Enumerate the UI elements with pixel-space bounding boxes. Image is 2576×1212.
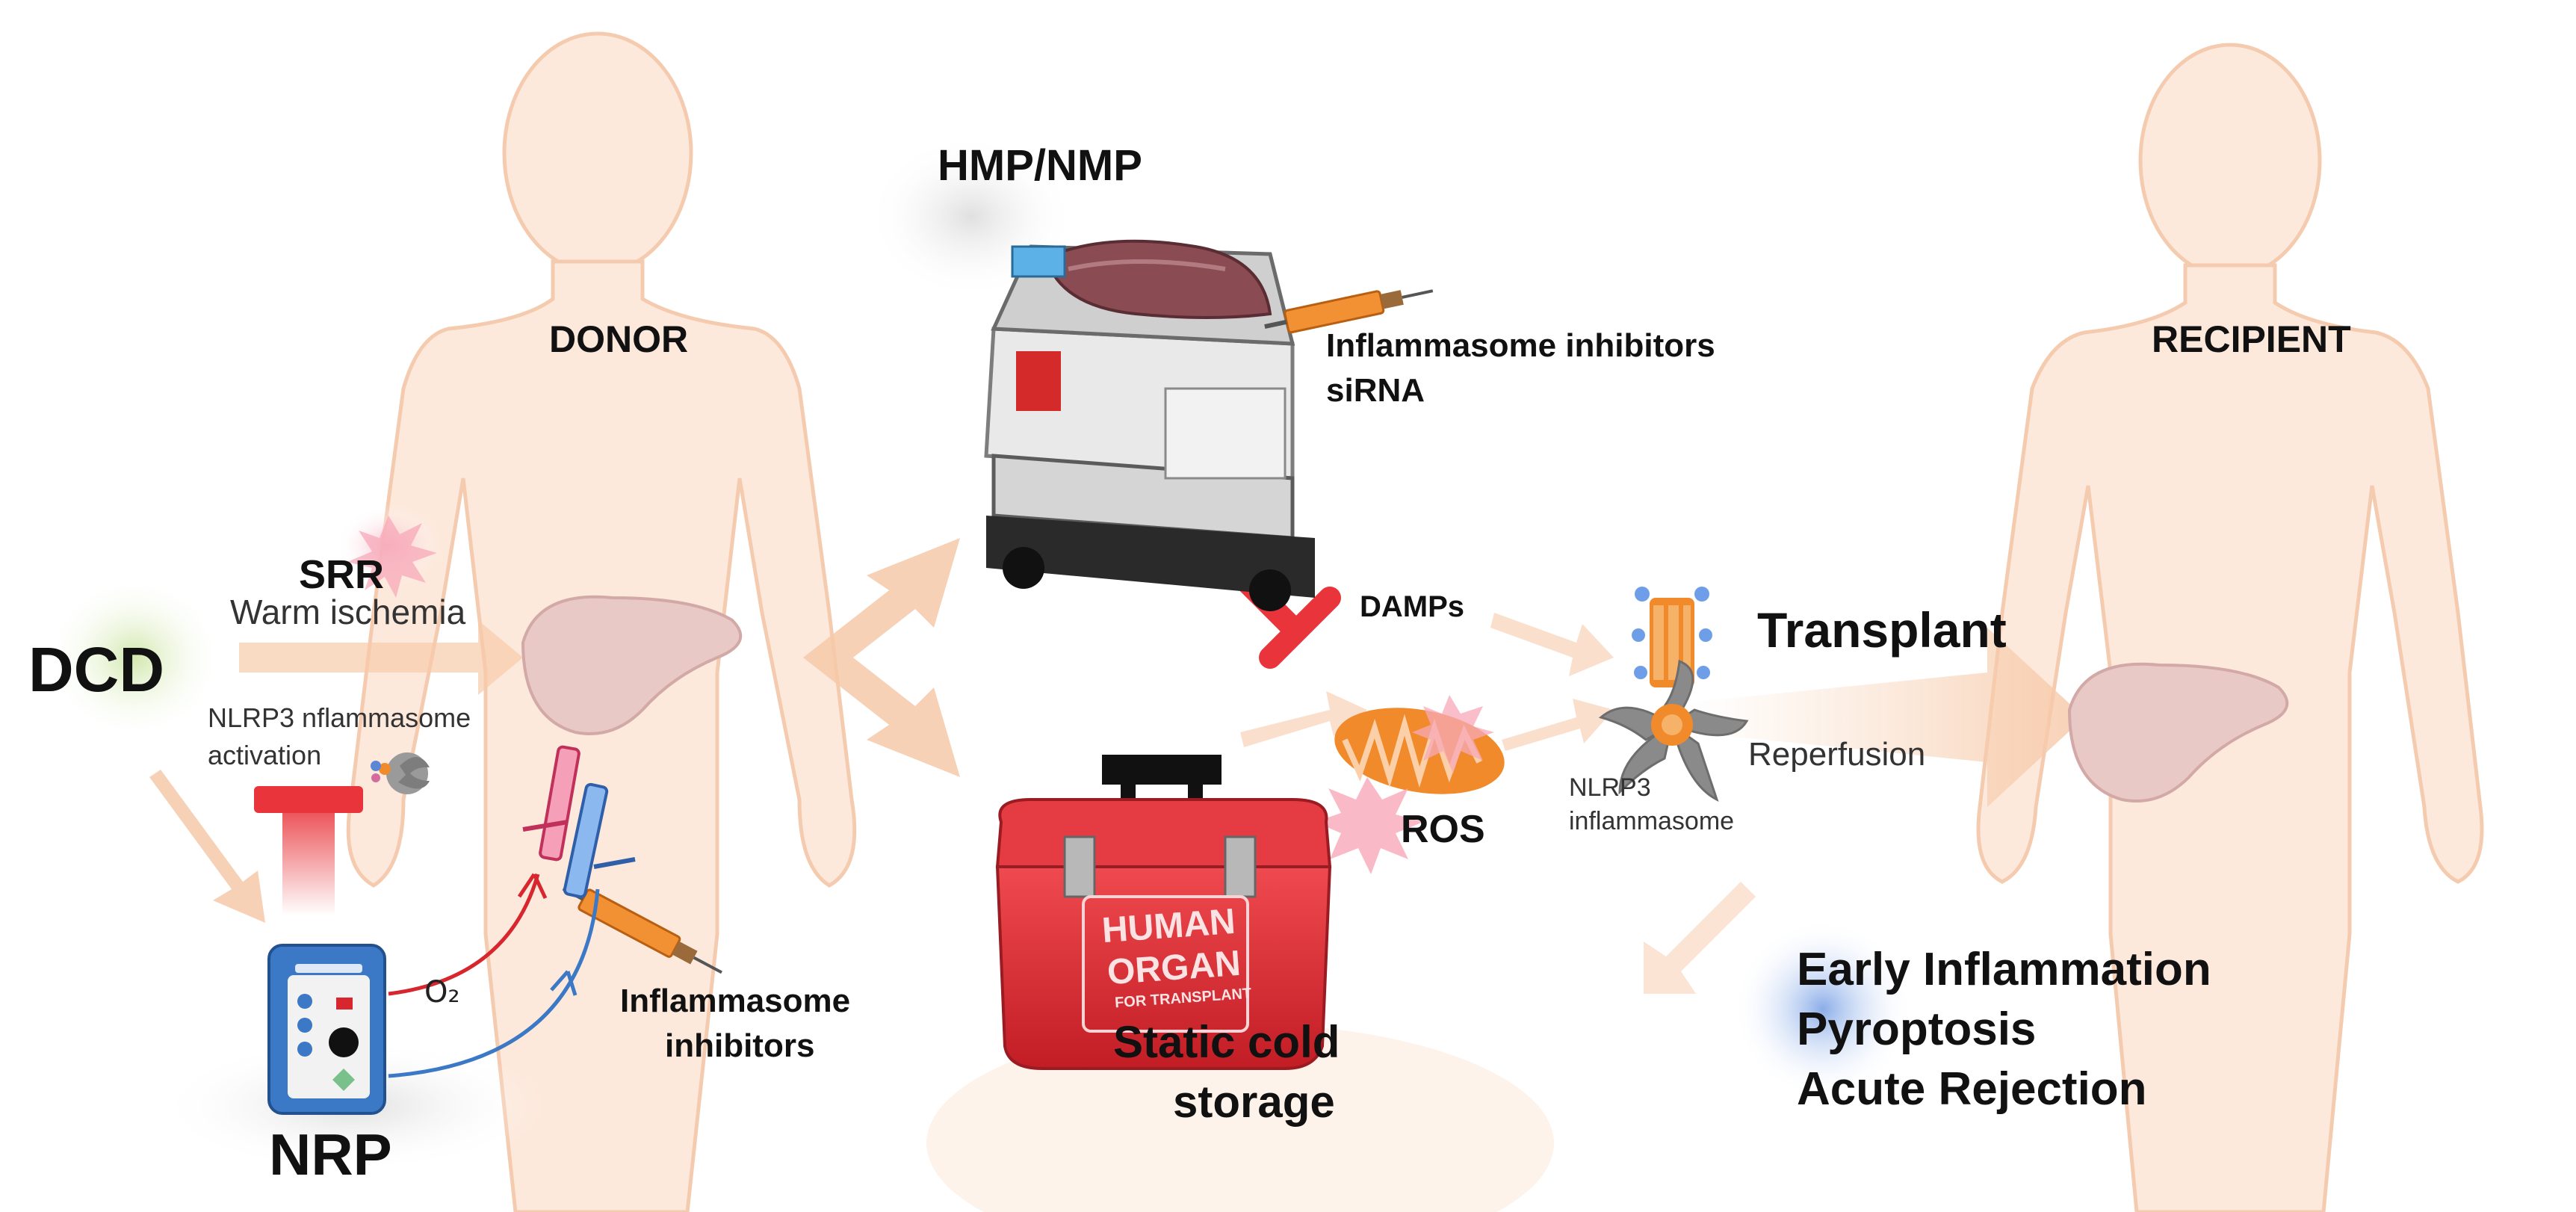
dcd-label: DCD [28,634,164,705]
venous-line [388,888,600,1078]
outcome-acute-rejection: Acute Rejection [1797,1063,2147,1115]
ros-label: ROS [1401,808,1485,851]
outcome-arrow [1644,882,1756,994]
srr-starburst-icon [347,516,437,598]
damps-starburst-icon [1412,695,1494,773]
outcome-pyroptosis: Pyroptosis [1797,1004,2037,1055]
o2-label: O₂ [424,975,460,1010]
dcd-green-glow [45,575,224,740]
donor-body-silhouette [346,31,857,1212]
nlrp3-activation-label-line1: NLRP3 nflammasome [208,702,471,733]
transplant-arrow [1688,628,2084,807]
nlrp3-inflammasome-label-line2: inflammasome [1569,807,1735,835]
ros-to-nlrp3-arrow [1502,699,1614,751]
branch-arrow-up [803,538,960,676]
nlrp3-inflammasome-label-line1: NLRP3 [1569,773,1651,802]
nlrp3-activation-small-icon [371,752,430,794]
ischemia-arrow [239,620,523,695]
nrp-device-illustration [267,944,386,1115]
inhibition-symbol-nrp [254,786,363,915]
donor-label: DONOR [549,318,689,360]
nrp-label: NRP [269,1122,392,1187]
ros-starburst-icon [1315,777,1423,874]
arterial-line [388,874,540,996]
recipient-liver-icon [2067,662,2289,803]
hmp-nmp-device-illustration [984,239,1315,611]
damps-to-nlrp3-arrow [1490,613,1614,676]
inflammasome-inhibitors-top-label: Inflammasome inhibitors [1326,327,1715,364]
srr-label: SRR [299,552,385,597]
outcome-blue-glow [1733,919,1913,1098]
arterial-arrow-head [517,873,548,900]
inflammasome-inhibitors-bottom-label-line1: Inflammasome [620,983,851,1019]
outcome-early-inflammation: Early Inflammation [1797,944,2211,995]
syringe-top-icon [1264,289,1434,334]
transplant-label: Transplant [1757,602,2007,658]
dcd-to-nrp-arrow [149,770,265,923]
static-cold-storage-label-line1: Static cold [1113,1017,1340,1067]
static-cold-storage-label-line2: storage [1173,1077,1335,1127]
storage-to-ros-arrow [1240,691,1367,747]
flow-arrows [149,538,2084,994]
cold-storage-cooler-illustration [995,755,1332,1070]
warm-ischemia-label: Warm ischemia [230,593,466,631]
sirna-label: siRNA [1326,372,1425,409]
inflammasome-inhibitors-bottom-label-line2: inhibitors [665,1027,815,1064]
recipient-body-silhouette [1976,43,2484,1212]
donor-liver-icon [521,595,743,735]
nlrp3-inflammasome-icon [1598,587,1749,802]
nlrp3-activation-label-line2: activation [208,740,322,770]
venous-arrow-head [550,970,578,996]
hmp-nmp-label: HMP/NMP [938,141,1142,190]
damps-label: DAMPs [1360,590,1465,623]
reperfusion-label: Reperfusion [1748,736,1926,773]
storage-grey-glow [926,1024,1554,1212]
branch-arrow-down [803,639,960,777]
recipient-label: RECIPIENT [2152,318,2351,360]
cannula-icon [522,745,636,899]
